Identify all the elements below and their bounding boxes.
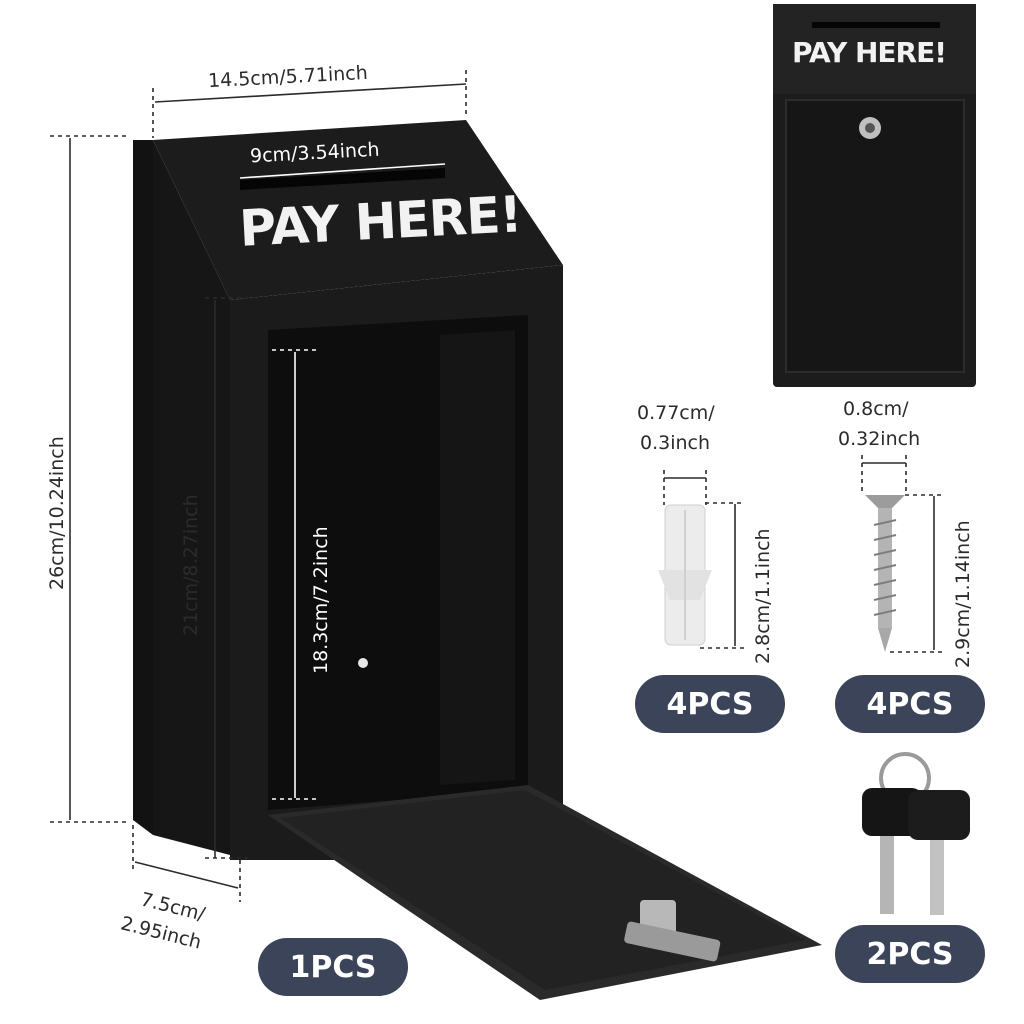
box-side-panel: [133, 140, 153, 835]
dimension-screw-length: 2.9cm/1.14inch: [952, 520, 974, 668]
dimension-height-total: 26cm/10.24inch: [46, 436, 68, 590]
dimension-lines: [50, 70, 945, 902]
thumb-box-top: [773, 4, 976, 94]
keys-icon: [862, 752, 970, 915]
mounting-hole: [358, 658, 368, 668]
quantity-badge-keys: 2PCS: [835, 925, 985, 983]
dimension-anchor-length: 2.8cm/1.1inch: [752, 528, 774, 664]
dimension-height-inner: 18.3cm/7.2inch: [310, 526, 332, 674]
box-top-face: [153, 120, 563, 300]
lock-cam: [624, 921, 721, 962]
dimension-height-front: 21cm/8.27inch: [180, 494, 202, 636]
quantity-badge-box: 1PCS: [258, 938, 408, 996]
thumb-keyhole: [865, 123, 875, 133]
thumb-door: [785, 99, 965, 373]
quantity-badge-anchors: 4PCS: [635, 675, 785, 733]
box-label-thumb: PAY HERE!: [792, 36, 947, 69]
dimension-screw-diameter-line2: 0.32inch: [838, 428, 921, 450]
wall-anchor-icon: [658, 504, 712, 646]
dimension-screw-diameter-line1: 0.8cm/: [843, 398, 909, 420]
screw-icon: [865, 495, 905, 652]
quantity-badge-screws: 4PCS: [835, 675, 985, 733]
box-left-front: [153, 140, 230, 855]
coin-slot: [240, 168, 445, 190]
thumb-slot: [812, 22, 940, 28]
dimension-anchor-diameter-line1: 0.77cm/: [637, 402, 715, 424]
dimension-anchor-diameter-line2: 0.3inch: [640, 432, 711, 454]
box-cavity-wall: [440, 330, 515, 785]
